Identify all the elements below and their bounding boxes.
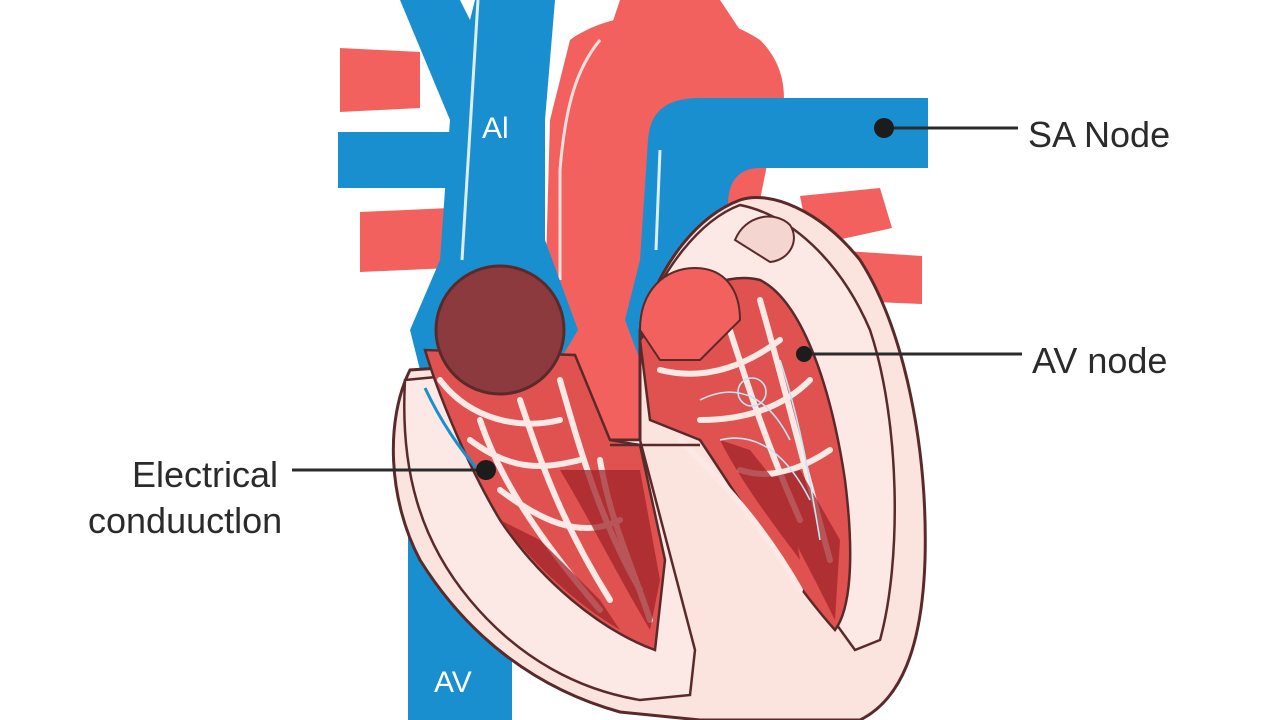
- conduction-fibers-right: [699, 359, 821, 541]
- electrical-conduction-label: Electrical conduuctlon: [88, 452, 283, 544]
- right-ventricle-dark-tissue: [720, 440, 840, 620]
- pulmonary-arteries-left: [340, 48, 450, 272]
- vena-cava-highlight: [460, 0, 480, 261]
- tricuspid-valve: [434, 264, 566, 396]
- callout-sa-node: [874, 118, 1018, 138]
- av-node-label: AV node: [1032, 340, 1168, 381]
- callout-av-node: [796, 346, 1022, 362]
- electrical-conduction-line1: Electrical: [131, 454, 278, 495]
- electrical-conduction-line2: conduuctlon: [88, 500, 283, 542]
- aorta-top-notch: [610, 0, 740, 30]
- pulmonary-artery-highlight: [654, 149, 662, 251]
- sa-node-label: SA Node: [1028, 114, 1171, 155]
- callout-electrical-conduction: [292, 460, 496, 480]
- aorta-highlight: [558, 39, 602, 280]
- right-atrium-appendage: [733, 215, 795, 264]
- conduction-fiber-left: [423, 387, 482, 474]
- left-ventricle-dark-tissue: [500, 470, 660, 630]
- vessel-bottom-label: AV: [434, 666, 472, 699]
- left-ventricle-muscle: [423, 348, 667, 652]
- pulmonary-valve: [638, 266, 742, 361]
- vein-branch-left: [338, 132, 452, 188]
- vessel-top-label: Al: [482, 112, 509, 145]
